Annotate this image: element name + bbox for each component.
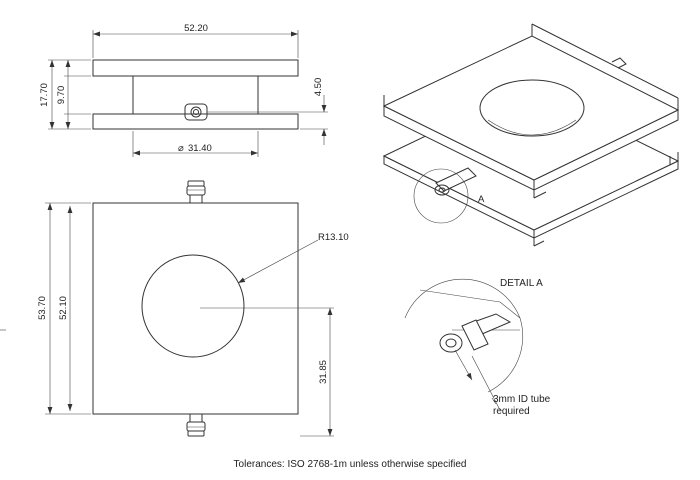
isometric-view: A xyxy=(382,23,680,247)
bottom-plate-side xyxy=(92,113,299,130)
top-plate-side xyxy=(92,59,299,77)
tube-fitting-top-icon xyxy=(186,180,206,204)
detail-title: DETAIL A xyxy=(500,278,543,289)
tube-note-line1: 3mm ID tube xyxy=(493,394,551,405)
tube-note-line2: required xyxy=(493,406,530,417)
detail-a-view: DETAIL A 3mm ID tube required xyxy=(404,278,551,417)
plan-view: R13.10 53.70 52.10 31.85 xyxy=(37,180,349,437)
iso-top-plate xyxy=(382,23,680,199)
plate-outline xyxy=(92,202,299,415)
tolerance-note: Tolerances: ISO 2768-1m unless otherwise… xyxy=(234,459,467,470)
dim-height-plan: 53.70 xyxy=(37,296,48,320)
dim-height-total: 17.70 xyxy=(39,83,50,107)
iso-hole xyxy=(479,79,585,137)
tube-fitting-end-icon xyxy=(184,103,208,121)
tube-fitting-bottom-icon xyxy=(186,413,206,437)
detail-fitting-end xyxy=(439,333,463,353)
dim-height-gap: 9.70 xyxy=(56,86,67,105)
dim-width-top: 52.20 xyxy=(184,23,208,34)
center-hole xyxy=(141,254,245,358)
dim-plate-plan: 52.10 xyxy=(58,296,69,320)
detail-a-circle xyxy=(413,168,469,224)
dim-hole-diameter: 31.40 xyxy=(188,143,212,154)
detail-marker: A xyxy=(478,194,485,205)
dim-hole-center: 31.85 xyxy=(318,360,329,384)
dim-tube-offset: 4.50 xyxy=(313,78,324,97)
dim-hole-radius: R13.10 xyxy=(318,232,349,243)
front-view: 52.20 17.70 9.70 4.50 ⌀ 31.40 xyxy=(39,23,328,157)
iso-tube-fitting-icon xyxy=(434,167,477,196)
diameter-symbol-icon: ⌀ xyxy=(178,143,184,154)
